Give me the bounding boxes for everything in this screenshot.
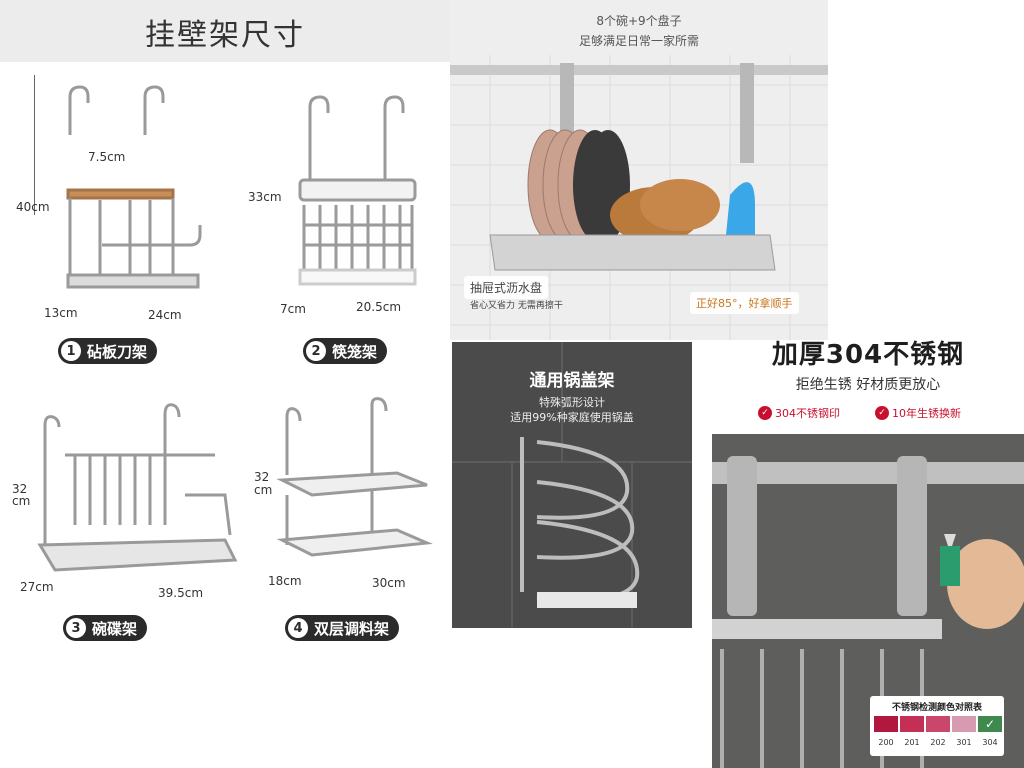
dish-caption-line2: 足够满足日常一家所需: [578, 34, 699, 48]
cutting-board-rack-illustration: [66, 85, 202, 289]
item1-height: 40cm: [16, 200, 50, 214]
color-chart-title: 不锈钢检测颜色对照表: [891, 703, 982, 713]
spice-rack-illustration: [276, 397, 433, 557]
dimensions-title: 挂壁架尺寸: [145, 18, 305, 53]
lid-sub2: 适用99%种家庭使用锅盖: [510, 411, 634, 424]
lid-title: 通用锅盖架: [529, 371, 615, 391]
item2-number: 2: [306, 341, 326, 361]
item3-label: 3 碗碟架: [63, 615, 148, 641]
item4-depth: 18cm: [268, 574, 302, 588]
item4-label: 4 双层调料架: [285, 615, 400, 641]
dish-rack-illustration: [37, 403, 238, 572]
tray-sub: 省心又省力 无需再擦干: [470, 301, 563, 311]
angle-label: 正好85°，好拿顺手: [690, 292, 799, 314]
badge2-text: 10年生锈换新: [892, 407, 961, 420]
item1-top-width: 7.5cm: [88, 150, 126, 164]
steel-subtitle: 拒绝生锈 好材质更放心: [795, 377, 941, 393]
tray-label: 抽屉式沥水盘: [464, 276, 549, 299]
item2-depth: 7cm: [280, 302, 306, 316]
badge-rust-warranty: ✓ 10年生锈换新: [875, 405, 961, 421]
chopstick-holder-illustration: [298, 95, 417, 286]
item1-name: 砧板刀架: [87, 342, 148, 361]
grade-200: 200: [878, 738, 894, 747]
swatch-201: [900, 716, 924, 732]
steel-title: 加厚304不锈钢: [771, 340, 965, 370]
item2-width: 20.5cm: [356, 300, 402, 314]
item1-label: 1 砧板刀架: [58, 338, 158, 364]
swatch-202: [926, 716, 950, 732]
check-icon: ✓: [875, 406, 889, 420]
lid-rack-photo: 通用锅盖架 特殊弧形设计 适用99%种家庭使用锅盖: [452, 342, 692, 628]
item3-depth: 27cm: [20, 580, 54, 594]
item2-name: 筷笼架: [332, 342, 378, 361]
grade-201: 201: [904, 738, 920, 747]
item3-height-unit: cm: [12, 494, 31, 508]
steel-test-photo: [712, 434, 1024, 768]
dimensions-header: [0, 0, 450, 62]
check-icon: ✓: [984, 717, 996, 731]
item4-name: 双层调料架: [314, 619, 390, 638]
swatch-200: [874, 716, 898, 732]
item1-width: 24cm: [148, 308, 182, 322]
grade-304: 304: [982, 738, 998, 747]
lid-rack-scene: [452, 342, 692, 628]
item1-number: 1: [61, 341, 81, 361]
item4-number: 4: [288, 618, 308, 638]
item3-height-number: 32: [12, 482, 28, 496]
swatch-301: [952, 716, 976, 732]
steel-test-scene: [712, 434, 1024, 768]
dish-caption-line1: 8个碗+9个盘子: [596, 14, 682, 28]
dish-rack-scene: [450, 55, 828, 340]
item2-height: 33cm: [248, 190, 282, 204]
color-reference-chart: 不锈钢检测颜色对照表 ✓ 200 201 202 301 304: [870, 696, 1004, 756]
badge1-text: 304不锈钢印: [775, 407, 840, 420]
item4-height-unit: cm: [254, 483, 273, 497]
lid-sub1: 特殊弧形设计: [539, 396, 605, 409]
grade-202: 202: [930, 738, 946, 747]
item1-depth: 13cm: [44, 306, 78, 320]
item4-height-number: 32: [254, 470, 270, 484]
item2-label: 2 筷笼架: [303, 338, 388, 364]
item4-width: 30cm: [372, 576, 406, 590]
item3-number: 3: [66, 618, 86, 638]
dimensions-panel: 挂壁架尺寸 40cm 7.5cm 13cm 24cm 1 砧板刀架 33cm 7…: [0, 0, 450, 768]
badge-304-stamp: ✓ 304不锈钢印: [758, 405, 840, 421]
swatch-304: ✓: [978, 716, 1002, 732]
grade-301: 301: [956, 738, 972, 747]
item3-name: 碗碟架: [92, 619, 138, 638]
check-icon: ✓: [758, 406, 772, 420]
item3-width: 39.5cm: [158, 586, 204, 600]
dish-rack-photo: 8个碗+9个盘子 足够满足日常一家所需 抽屉式沥水盘 省心又省力 无需再擦干 正…: [450, 0, 828, 340]
